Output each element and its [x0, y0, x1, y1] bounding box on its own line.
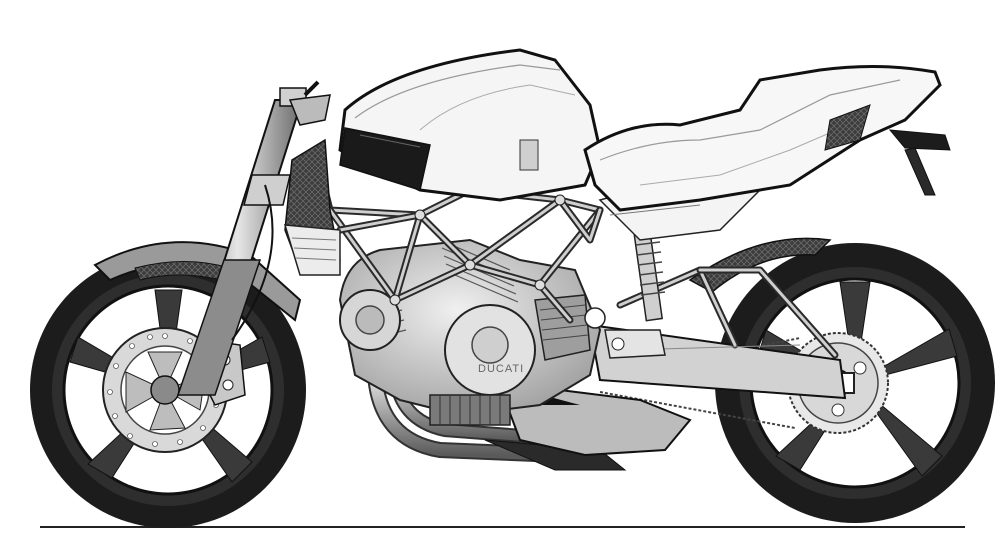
seat-tail [583, 64, 942, 212]
license-bracket [888, 129, 951, 196]
handlebar [288, 80, 331, 126]
rear-footrest-hanger [604, 329, 666, 359]
radiator-side-panel [283, 138, 341, 276]
rear-shock [632, 228, 666, 322]
fuel-tank [338, 48, 602, 202]
engine-case-lettering: DUCATI [478, 363, 524, 375]
brake-line [231, 184, 274, 341]
oil-sump [429, 394, 511, 426]
